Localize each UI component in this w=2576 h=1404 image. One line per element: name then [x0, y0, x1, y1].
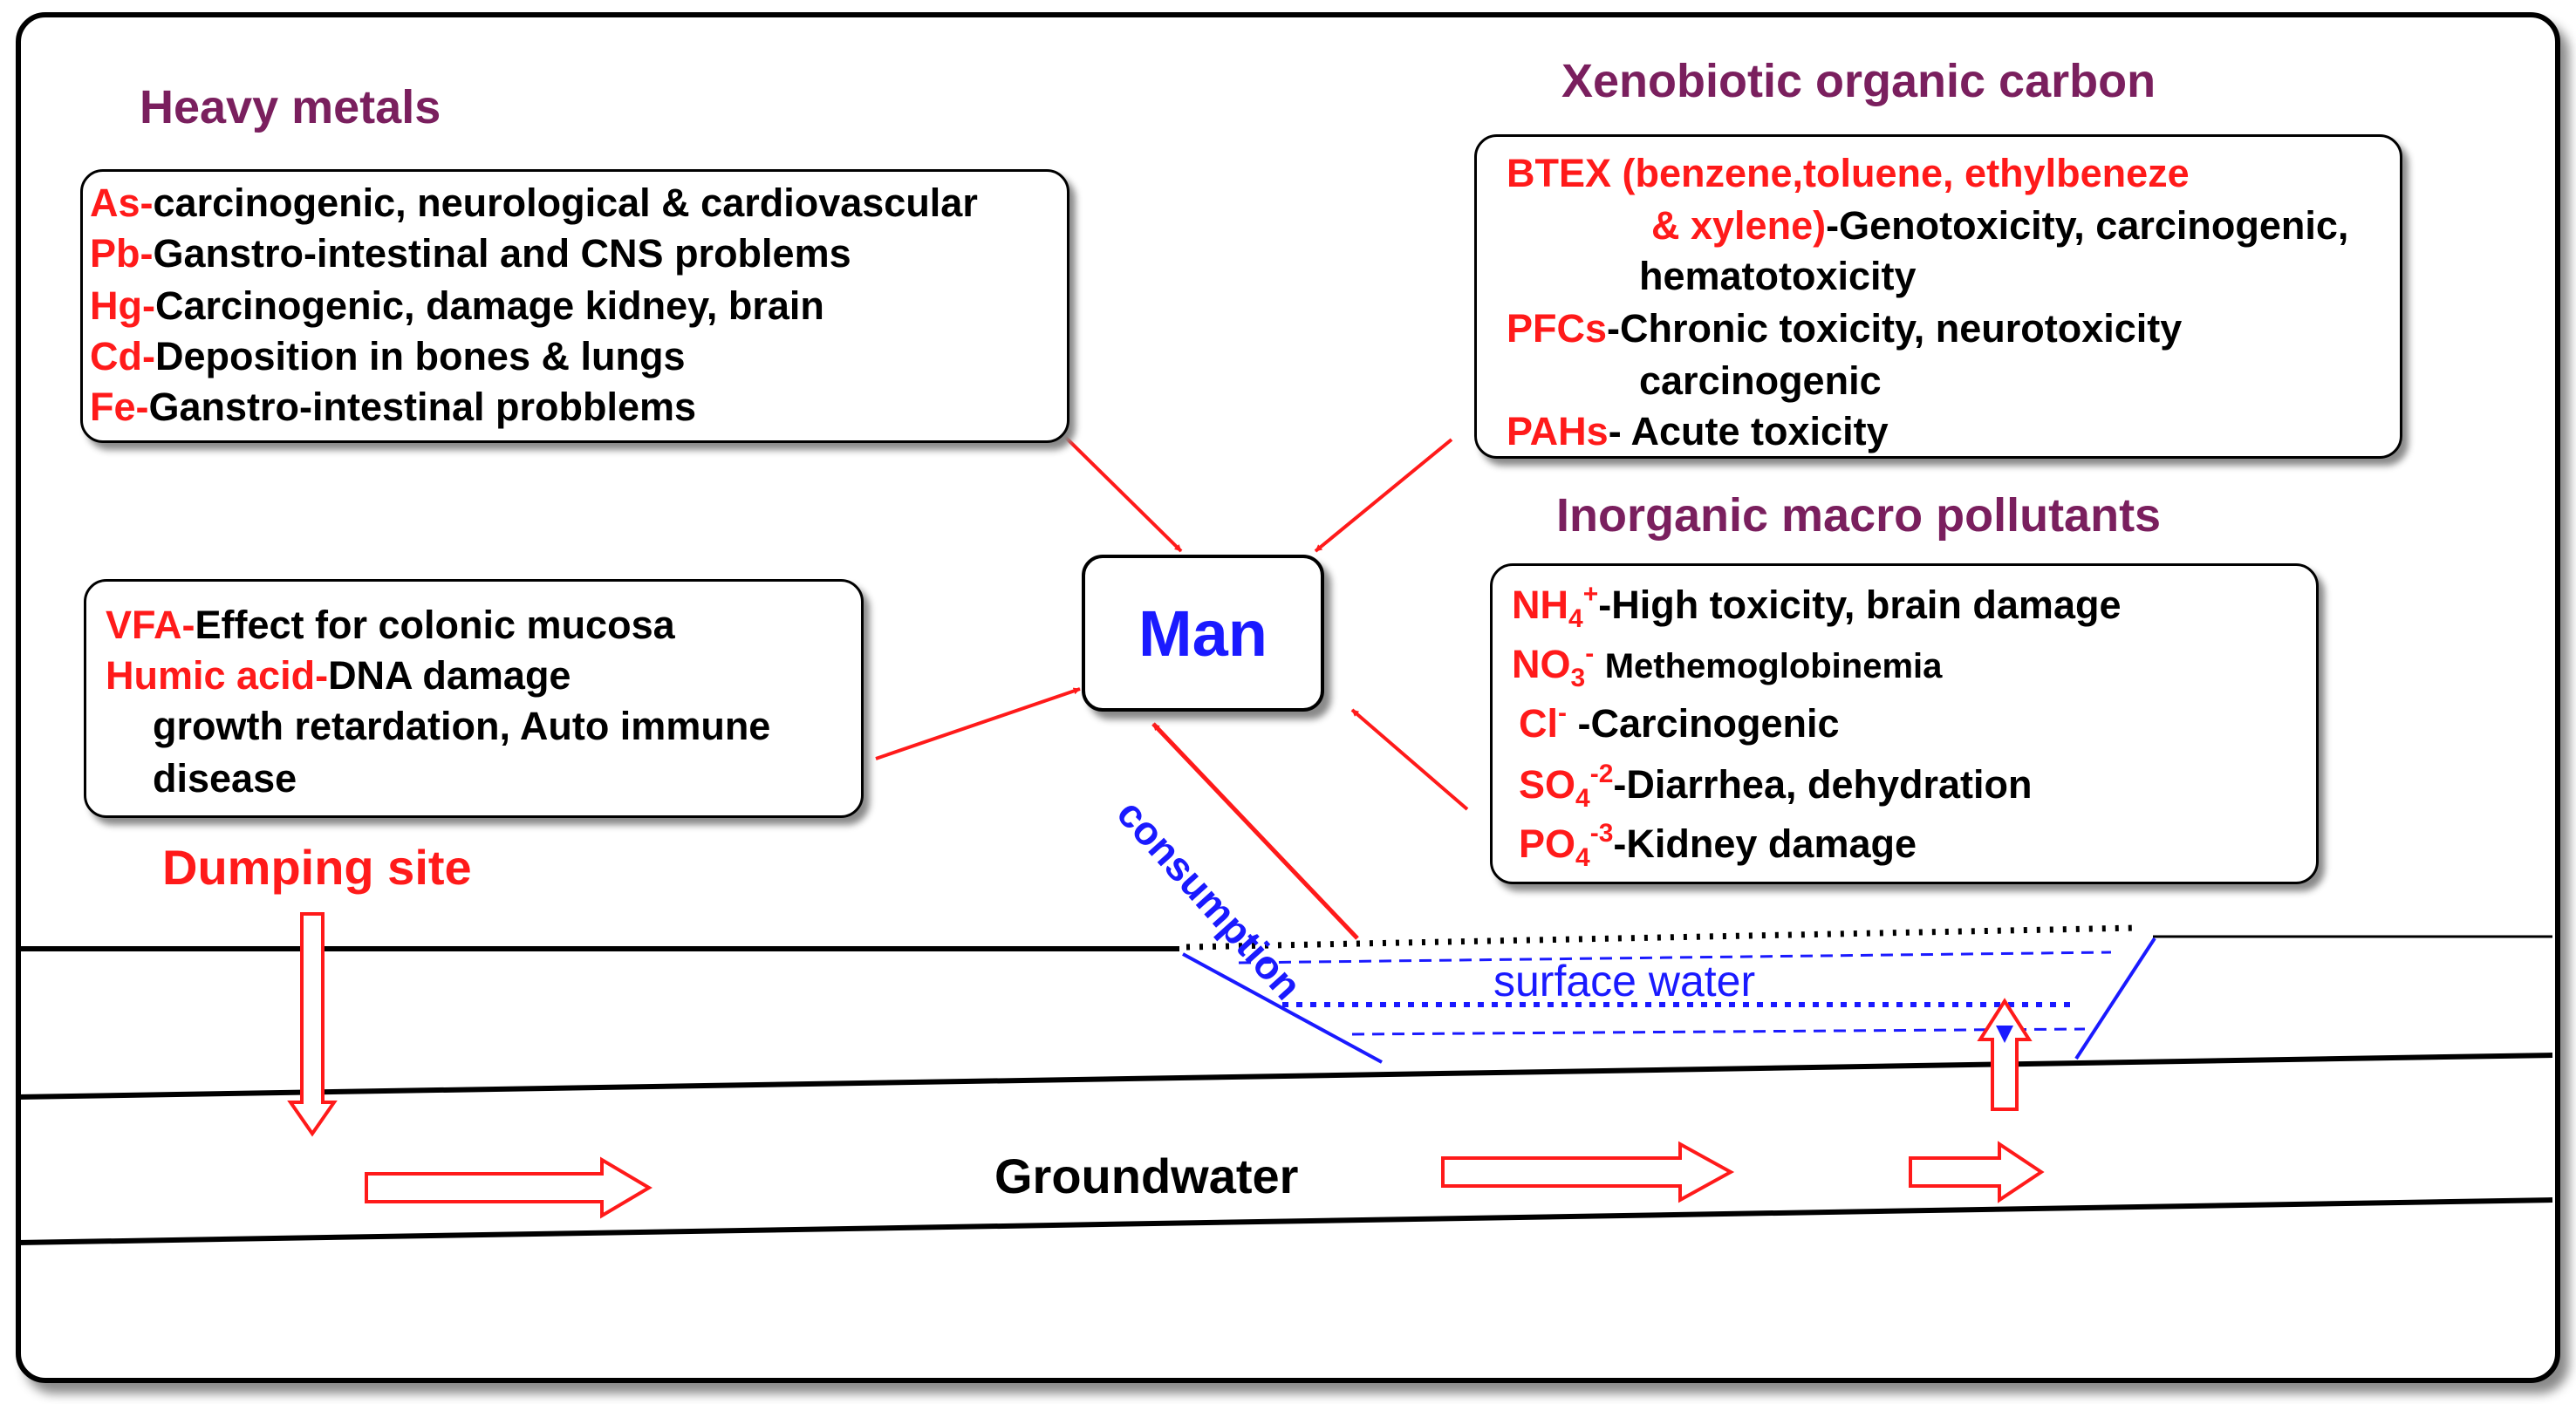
pollutant-key: Cd-: [90, 334, 155, 378]
groundwater-flow-arrow-1: [365, 1156, 653, 1219]
xenobiotic-heading: Xenobiotic organic carbon: [1561, 55, 2156, 107]
heavy-metal-as-row: As-carcinogenic, neurological & cardiova…: [90, 181, 978, 226]
aquifer-bottom-line: [17, 1197, 2553, 1245]
health-effect: Ganstro-intestinal and CNS problems: [153, 231, 851, 276]
water-ripple-1: [1238, 951, 2112, 964]
heavy-metal-cd-row: Cd-Deposition in bones & lungs: [90, 334, 685, 379]
health-effect: -Chronic toxicity, neurotoxicity: [1607, 306, 2183, 351]
cl-row: Cl- -Carcinogenic: [1519, 699, 1840, 746]
arrow-xenobiotic-to-man: [1314, 438, 1453, 553]
pollutant-formula: PO4-3: [1519, 819, 1614, 872]
dumping-down-arrow: [287, 912, 338, 1137]
arrow-inorganic-to-man: [1350, 708, 1469, 811]
pollutant-key: PFCs: [1507, 306, 1608, 351]
inorganic-heading: Inorganic macro pollutants: [1556, 489, 2162, 542]
pollutant-key: VFA-: [106, 603, 195, 647]
health-effect: Effect for colonic mucosa: [195, 603, 675, 647]
upwelling-marker: [1996, 1026, 2013, 1043]
humic-acid-row: Humic acid-DNA damage: [106, 653, 571, 699]
btex-key-line-1: BTEX (benzene,toluene, ethylbeneze: [1507, 151, 2190, 195]
pahs-row: PAHs- Acute toxicity: [1507, 409, 1889, 454]
health-effect: carcinogenic, neurological & cardiovascu…: [153, 181, 978, 225]
pollutant-key: Pb-: [90, 231, 154, 276]
health-effect: Carcinogenic, damage kidney, brain: [154, 283, 824, 328]
arrow-consumption-to-man: [1151, 722, 1359, 940]
btex-effect-continued: hematotoxicity: [1639, 254, 1917, 298]
po4-row: PO4-3-Kidney damage: [1519, 819, 1917, 873]
pollutant-formula: NH4+: [1512, 580, 1599, 633]
heavy-metal-pb-row: Pb-Ganstro-intestinal and CNS problems: [90, 231, 851, 276]
water-ripple-3: [1351, 1027, 2086, 1036]
health-effect: -Diarrhea, dehydration: [1613, 762, 2033, 807]
arrow-organic-acids-to-man: [875, 687, 1081, 760]
health-effect: Deposition in bones & lungs: [154, 334, 686, 378]
humic-effect-continued-2: disease: [153, 756, 297, 801]
health-effect: Methemoglobinemia: [1604, 647, 1943, 685]
pfcs-effect-continued: carcinogenic: [1639, 358, 1882, 403]
water-surface-dotted: [1186, 924, 2138, 951]
pfcs-row: PFCs-Chronic toxicity, neurotoxicity: [1507, 306, 2182, 351]
heavy-metals-box: As-carcinogenic, neurological & cardiova…: [80, 169, 1069, 443]
health-effect: - Acute toxicity: [1608, 409, 1889, 453]
inorganic-box: NH4+-High toxicity, brain damage NO3- Me…: [1490, 563, 2319, 884]
pollutant-key: Humic acid-: [106, 653, 329, 698]
dumping-site-label: Dumping site: [162, 840, 472, 895]
health-effect: Ganstro-intestinal probblems: [148, 385, 697, 429]
groundwater-flow-arrow-2: [1441, 1141, 1735, 1203]
btex-row: & xylene)-Genotoxicity, carcinogenic,: [1651, 203, 2348, 249]
health-effect: -Carcinogenic: [1577, 701, 1840, 746]
aquifer-top-line: [17, 1053, 2553, 1100]
man-box: Man: [1082, 555, 1324, 712]
organic-acids-box: VFA-Effect for colonic mucosa Humic acid…: [84, 579, 864, 818]
pollutant-key: PAHs: [1507, 409, 1609, 453]
health-effect: DNA damage: [328, 653, 571, 698]
groundwater-upward-arrow: [1977, 998, 2033, 1111]
basin-left-bank: [1182, 952, 1383, 1064]
pollutant-formula: SO4-2: [1519, 760, 1614, 813]
health-effect: -Kidney damage: [1613, 821, 1917, 866]
heavy-metal-hg-row: Hg-Carcinogenic, damage kidney, brain: [90, 283, 824, 329]
so4-row: SO4-2-Diarrhea, dehydration: [1519, 760, 2033, 814]
xenobiotic-box: BTEX (benzene,toluene, ethylbeneze & xyl…: [1474, 134, 2402, 459]
humic-effect-continued-1: growth retardation, Auto immune: [153, 704, 771, 748]
groundwater-flow-arrow-3: [1909, 1141, 2045, 1203]
pollutant-formula: Cl-: [1519, 699, 1567, 746]
arrow-heavy-metals-to-man: [1059, 431, 1183, 553]
health-effect: -Genotoxicity, carcinogenic,: [1826, 203, 2349, 248]
heavy-metal-fe-row: Fe-Ganstro-intestinal probblems: [90, 385, 696, 430]
pollutant-key: Hg-: [90, 283, 155, 328]
pollutant-key: Fe-: [90, 385, 149, 429]
health-effect: -High toxicity, brain damage: [1598, 583, 2122, 627]
pollutant-key: As-: [90, 181, 154, 225]
no3-row: NO3- Methemoglobinemia: [1512, 639, 1942, 693]
pollutant-key: & xylene): [1651, 203, 1827, 248]
surface-water-label: surface water: [1493, 957, 1756, 1005]
groundwater-label: Groundwater: [994, 1148, 1299, 1203]
heavy-metals-heading: Heavy metals: [140, 81, 441, 133]
man-label: Man: [1138, 596, 1268, 670]
pollutant-formula: NO3-: [1512, 639, 1595, 692]
vfa-row: VFA-Effect for colonic mucosa: [106, 603, 675, 648]
nh4-row: NH4+-High toxicity, brain damage: [1512, 580, 2121, 634]
basin-right-bank: [2074, 937, 2156, 1060]
